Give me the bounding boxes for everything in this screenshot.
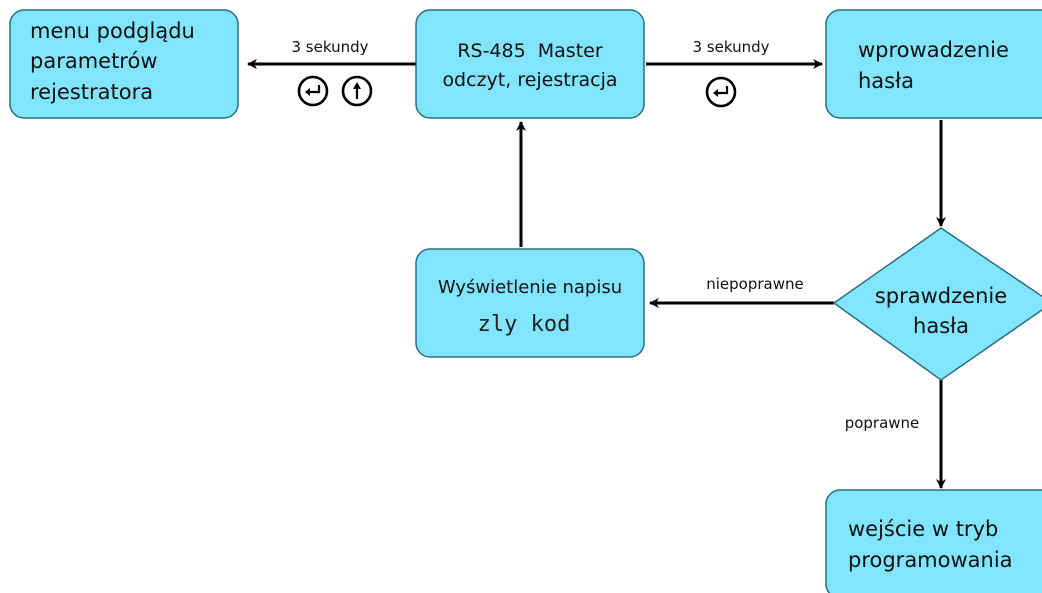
edge-label-incorrect: niepoprawne [706,275,804,293]
node-master: RS-485 Master odczyt, rejestracja [415,9,645,119]
node-menu-line-1: menu podglądu [30,19,195,43]
node-password-entry-line-1: wprowadzenie [858,38,1009,62]
node-menu: menu podglądu parametrów rejestratora [9,9,239,119]
node-menu-line-3: rejestratora [30,80,153,104]
node-wrong-code-line-1: Wyświetlenie napisu [438,277,622,298]
enter-key-icon [705,76,737,108]
node-program-mode-line-2: programowania [848,548,1013,572]
node-check-line-1: sprawdzenie [875,284,1007,308]
node-menu-line-2: parametrów [30,49,158,73]
node-master-line-1: RS-485 Master [457,40,603,62]
edge-label-correct: poprawne [845,414,920,432]
node-wrong-code-line-2: zly kod [478,312,571,337]
node-program-mode-line-1: wejście w tryb [848,517,998,541]
node-check-line-2: hasła [913,314,969,338]
node-check: sprawdzenie hasła [832,227,1042,381]
enter-key-icon [297,75,329,107]
up-arrow-key-icon [341,75,373,107]
edge-label-to-password: 3 sekundy [693,38,770,56]
node-master-line-2: odczyt, rejestracja [442,69,617,91]
node-wrong-code: Wyświetlenie napisu zly kod [415,248,645,358]
node-program-mode: wejście w tryb programowania [825,489,1042,593]
node-password-entry: wprowadzenie hasła [825,9,1042,119]
node-password-entry-line-2: hasła [858,69,914,93]
edge-label-to-menu: 3 sekundy [292,38,369,56]
